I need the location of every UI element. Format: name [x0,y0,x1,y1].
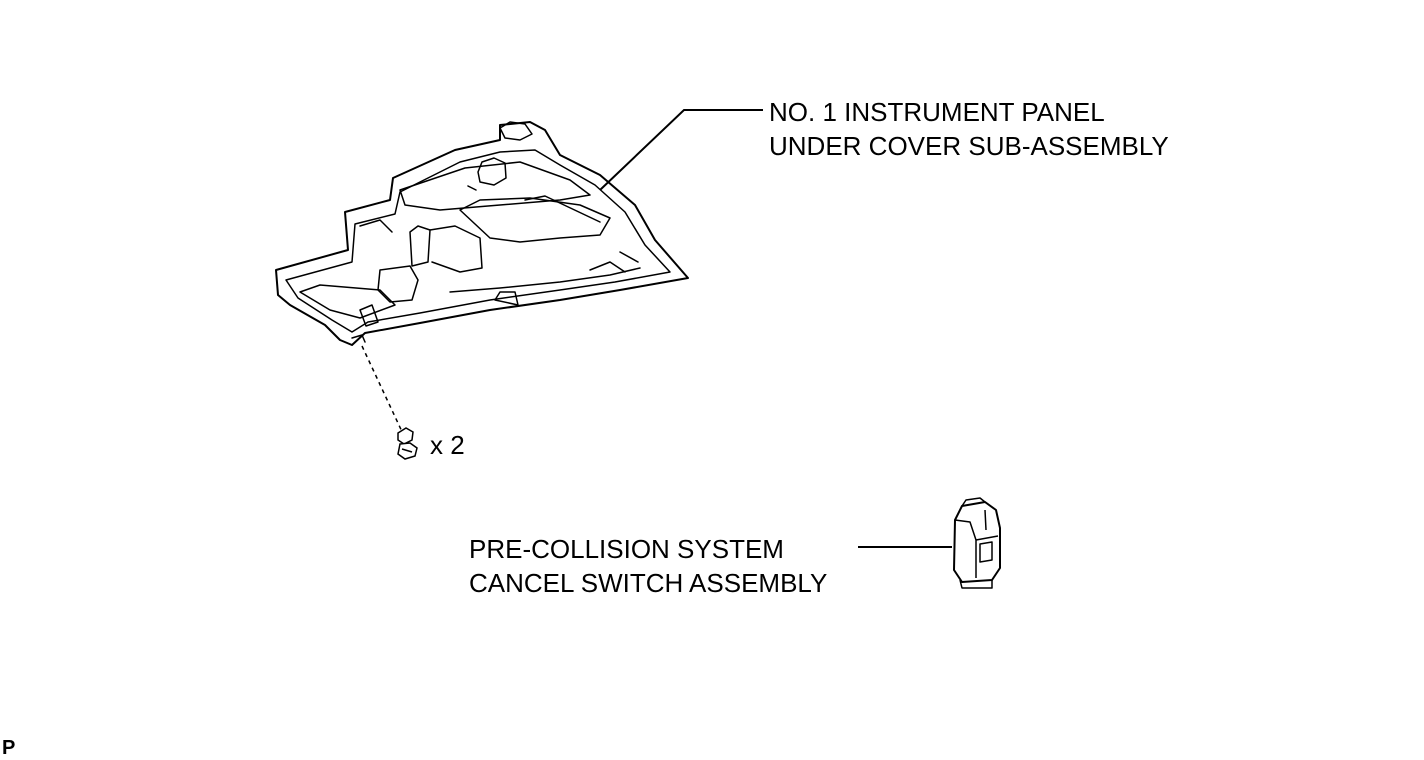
switch-callout-line1: PRE-COLLISION SYSTEM [469,534,784,564]
screw-icon [397,427,418,460]
switch-callout-line2: CANCEL SWITCH ASSEMBLY [469,568,828,598]
panel-callout-label: NO. 1 INSTRUMENT PANEL UNDER COVER SUB-A… [769,95,1169,163]
screw-quantity-label: x 2 [430,430,465,460]
panel-leader-line [599,109,763,191]
instrument-panel-under-cover-drawing [275,121,689,346]
corner-mark: P [2,737,16,759]
switch-callout-label: PRE-COLLISION SYSTEM CANCEL SWITCH ASSEM… [469,532,827,600]
cancel-switch-drawing [953,497,1001,589]
screw-dashed-line [361,345,405,437]
panel-callout-line1: NO. 1 INSTRUMENT PANEL [769,97,1105,127]
panel-callout-line2: UNDER COVER SUB-ASSEMBLY [769,131,1169,161]
